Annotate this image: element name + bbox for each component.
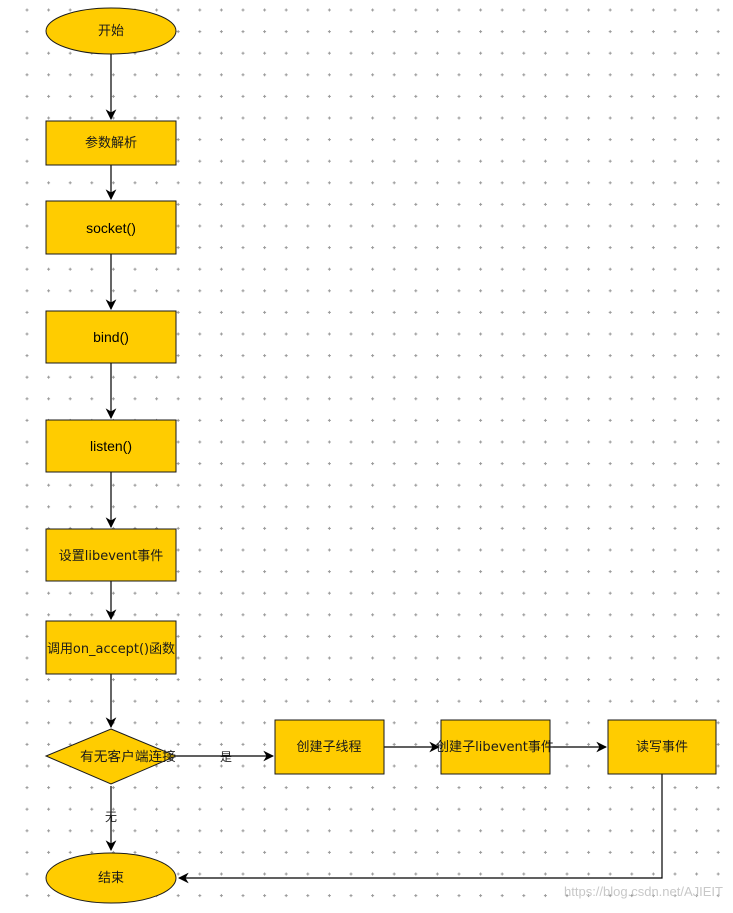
edge-no-label: 无 xyxy=(105,810,117,824)
has-client-decision-node: 有无客户端连接 xyxy=(44,728,178,785)
nodes: 开始 参数解析 socket() bind() listen() 设置libev… xyxy=(44,7,717,904)
watermark-text: https://blog.csdn.net/AJIEIT xyxy=(564,884,723,899)
parse-args-node: 参数解析 xyxy=(45,120,177,166)
end-node: 结束 xyxy=(45,852,177,904)
end-label: 结束 xyxy=(98,871,124,886)
parse-args-label: 参数解析 xyxy=(85,135,137,151)
call-accept-node: 调用on_accept()函数 xyxy=(45,620,177,675)
set-event-label: 设置libevent事件 xyxy=(59,549,164,564)
dotted-grid-background xyxy=(25,8,720,898)
create-child-event-label: 创建子libevent事件 xyxy=(436,740,554,755)
call-accept-label: 调用on_accept()函数 xyxy=(47,642,175,657)
create-child-event-node: 创建子libevent事件 xyxy=(436,719,554,775)
edges xyxy=(105,54,663,884)
create-thread-label: 创建子线程 xyxy=(296,740,361,755)
set-event-node: 设置libevent事件 xyxy=(45,528,177,582)
listen-node: listen() xyxy=(45,419,177,473)
listen-label: listen() xyxy=(90,438,132,454)
create-thread-node: 创建子线程 xyxy=(274,719,385,775)
rw-event-label: 读写事件 xyxy=(636,740,688,755)
bind-node: bind() xyxy=(45,310,177,364)
rw-event-node: 读写事件 xyxy=(607,719,717,775)
edge-yes-label: 是 xyxy=(220,750,232,764)
has-client-label: 有无客户端连接 xyxy=(80,749,176,765)
start-label: 开始 xyxy=(98,24,124,39)
start-node: 开始 xyxy=(45,7,177,55)
socket-node: socket() xyxy=(45,200,177,255)
edge-rw-to-end xyxy=(177,774,663,884)
bind-label: bind() xyxy=(93,329,129,345)
socket-label: socket() xyxy=(86,220,136,236)
